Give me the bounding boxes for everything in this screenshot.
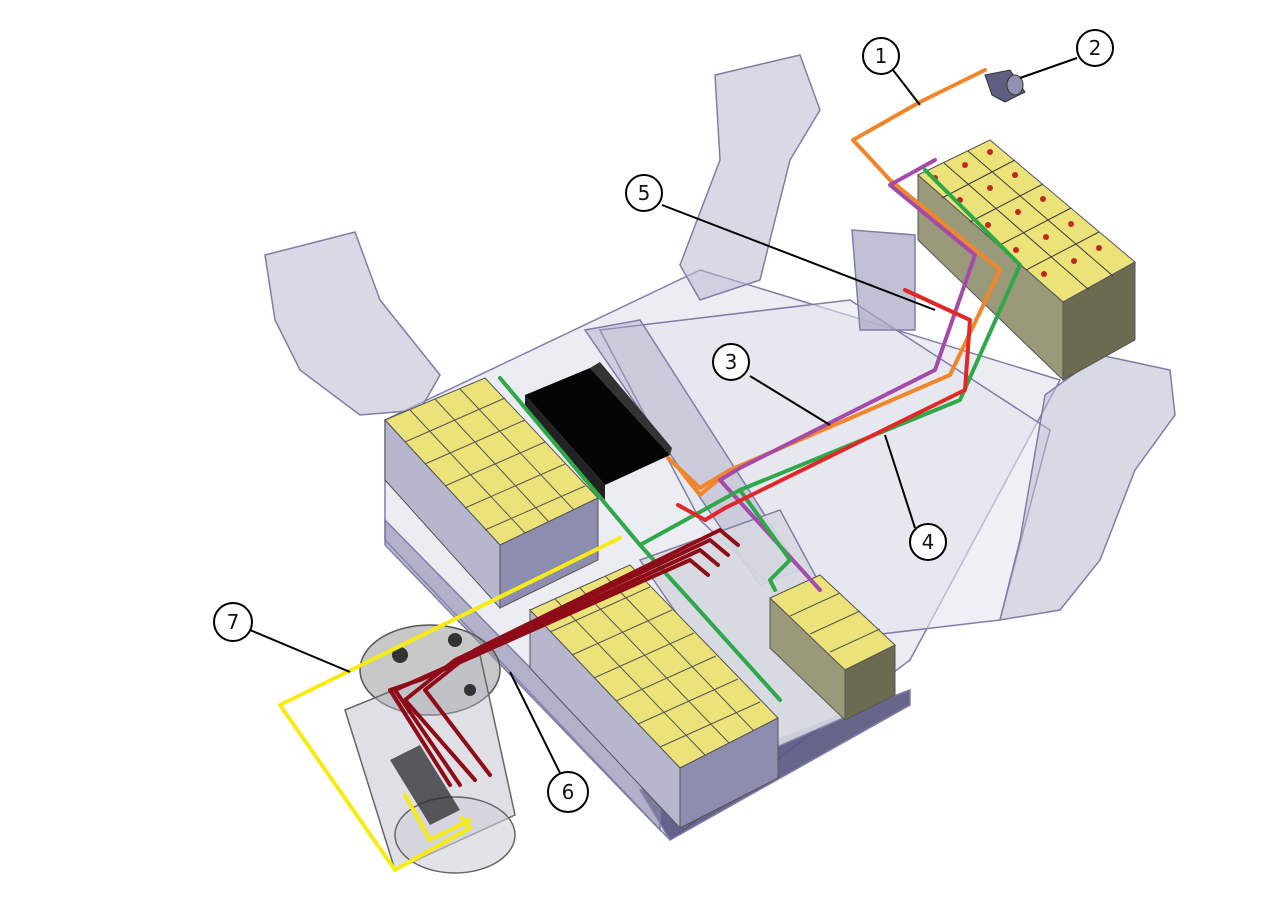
callout-2-label: 2 [1089,36,1102,60]
callout-1: 1 [862,37,900,75]
callout-7-label: 7 [227,610,240,634]
electric-motor [344,624,516,874]
motor-cables [388,528,740,787]
callout-6: 6 [547,771,589,813]
wire-yellow-branch [403,793,472,842]
callout-2: 2 [1076,29,1114,67]
callout-6-label: 6 [562,780,575,804]
callout-7: 7 [213,602,253,642]
callout-1-label: 1 [875,44,888,68]
wire-red [676,288,972,522]
battery-pack-middle [529,564,779,830]
wire-orange-branch [678,468,732,497]
wiring-harness [278,68,1022,872]
battery-pack-left [384,377,599,610]
callout-4-label: 4 [922,530,935,554]
callout-3-label: 3 [725,350,738,374]
wire-purple [718,158,977,592]
battery-pack-small [769,574,896,722]
wire-orange [666,68,1002,490]
callout-5-label: 5 [638,181,651,205]
battery-pack-front [917,139,1136,382]
leader-lines [249,57,1078,774]
charging-port [984,69,1026,103]
black-battery-box [525,362,672,500]
callout-5: 5 [625,174,663,212]
callout-4: 4 [909,523,947,561]
wire-green-branch [738,488,792,592]
callout-3: 3 [712,343,750,381]
wire-yellow [278,536,622,872]
